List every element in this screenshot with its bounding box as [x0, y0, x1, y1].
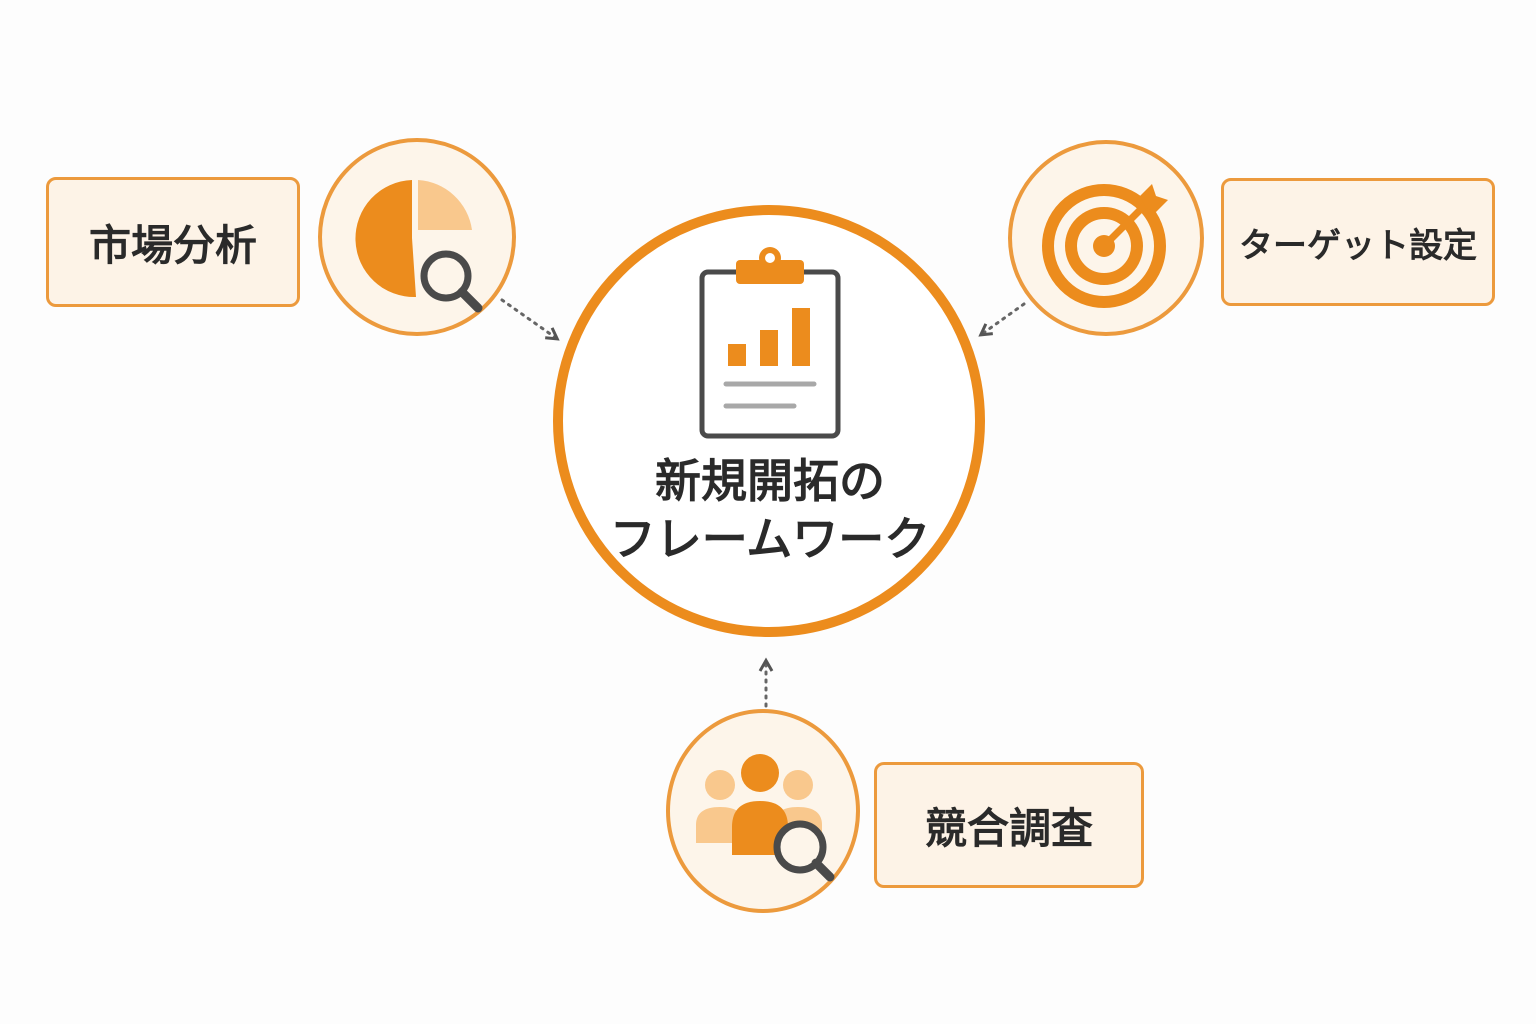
center-title-line2: フレームワーク — [609, 512, 931, 566]
arrow-target-to-center — [978, 302, 1026, 337]
competitor-research-label: 競合調査 — [924, 803, 1093, 853]
target-arrow-icon — [1042, 184, 1168, 308]
pie-chart-search-icon — [355, 180, 483, 313]
clipboard-chart-icon — [699, 247, 841, 439]
competitor-research-box: 競合調査 — [874, 762, 1144, 888]
market-analysis-box: 市場分析 — [46, 177, 300, 307]
people-search-icon — [696, 754, 835, 882]
competitor-research-icon-circle — [666, 709, 860, 913]
market-analysis-label: 市場分析 — [88, 220, 257, 270]
arrow-market-to-center — [500, 298, 560, 341]
market-analysis-icon-circle — [318, 138, 516, 336]
target-setting-label: ターゲット設定 — [1239, 225, 1477, 266]
target-setting-box: ターゲット設定 — [1221, 178, 1495, 306]
target-setting-icon-circle — [1008, 140, 1204, 336]
center-title: 新規開拓の フレームワーク — [580, 452, 960, 568]
center-title-line1: 新規開拓の — [655, 454, 885, 508]
